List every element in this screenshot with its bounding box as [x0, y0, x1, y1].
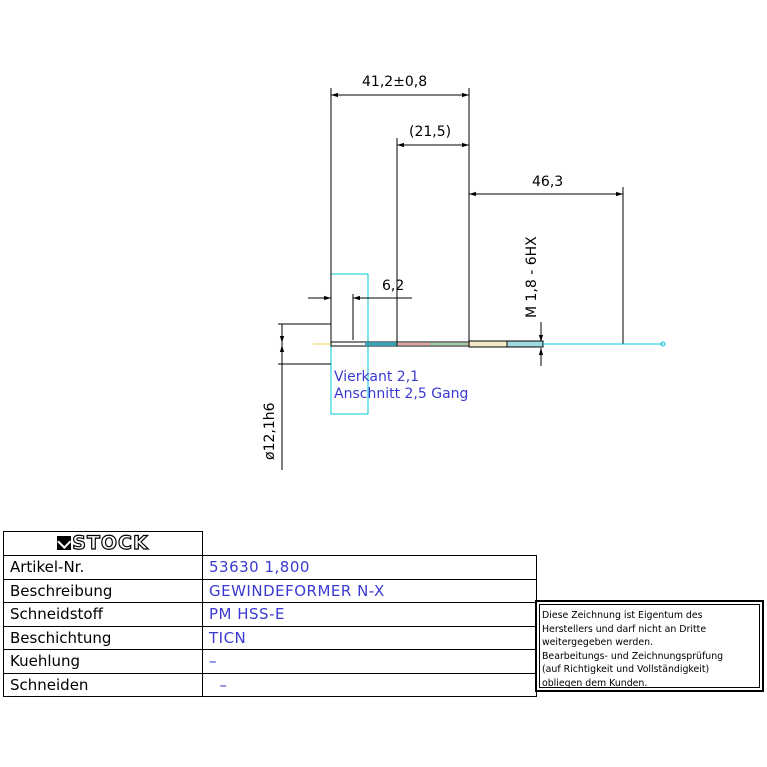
row-value: PM HSS-E [202, 602, 537, 627]
row-value: – [202, 672, 537, 697]
row-value: – [202, 649, 537, 674]
row-label: Artikel-Nr. [3, 555, 203, 580]
table-row: Artikel-Nr. 53630 1,800 [3, 555, 537, 580]
dimension-lines [279, 92, 623, 470]
row-value: TICN [202, 625, 537, 650]
dim-thread-length: (21,5) [409, 124, 451, 140]
table-row: Schneiden – [3, 672, 537, 697]
logo-cell: STOCK [3, 531, 203, 556]
dim-thread-spec: M 1,8 - 6HX [524, 236, 540, 318]
row-value: GEWINDEFORMER N-X [202, 578, 537, 603]
dim-overall-length: 41,2±0,8 [362, 74, 427, 90]
title-block: STOCK Artikel-Nr. 53630 1,800 Beschreibu… [3, 531, 537, 697]
note-chamfer: Anschnitt 2,5 Gang [334, 386, 468, 402]
row-label: Schneidstoff [3, 602, 203, 627]
note-square: Vierkant 2,1 [334, 369, 419, 385]
disclaimer-line: Diese Zeichnung ist Eigentum des [542, 610, 703, 621]
tool-outline [313, 340, 666, 348]
disclaimer-line: Herstellers und darf nicht an Dritte [542, 623, 707, 635]
table-row: Schneidstoff PM HSS-E [3, 602, 537, 627]
disclaimer-line: obliegen dem Kunden. [542, 677, 648, 689]
disclaimer-line: (auf Richtigkeit und Vollständigkeit) [542, 664, 710, 676]
company-logo: STOCK [72, 531, 149, 554]
stock-logo-icon [57, 536, 72, 550]
dim-shank-length: 46,3 [532, 174, 563, 190]
row-label: Beschichtung [3, 625, 203, 650]
row-label: Schneiden [3, 672, 203, 697]
extension-lines [278, 88, 624, 365]
dim-square-length: 6,2 [382, 278, 404, 294]
row-label: Beschreibung [3, 578, 203, 603]
table-row: Kuehlung – [3, 649, 537, 674]
dim-shank-diameter: ø12,1h6 [262, 402, 278, 460]
table-row: Beschreibung GEWINDEFORMER N-X [3, 578, 537, 603]
row-value: 53630 1,800 [202, 555, 537, 580]
title-block-logo-row: STOCK [3, 531, 537, 556]
table-row: Beschichtung TICN [3, 625, 537, 650]
disclaimer-box: Diese Zeichnung ist Eigentum des Herstel… [535, 600, 764, 692]
row-label: Kuehlung [3, 649, 203, 674]
disclaimer-line: weitergegeben werden. [542, 637, 654, 649]
disclaimer-line: Bearbeitungs- und Zeichnungsprüfung [542, 650, 724, 662]
